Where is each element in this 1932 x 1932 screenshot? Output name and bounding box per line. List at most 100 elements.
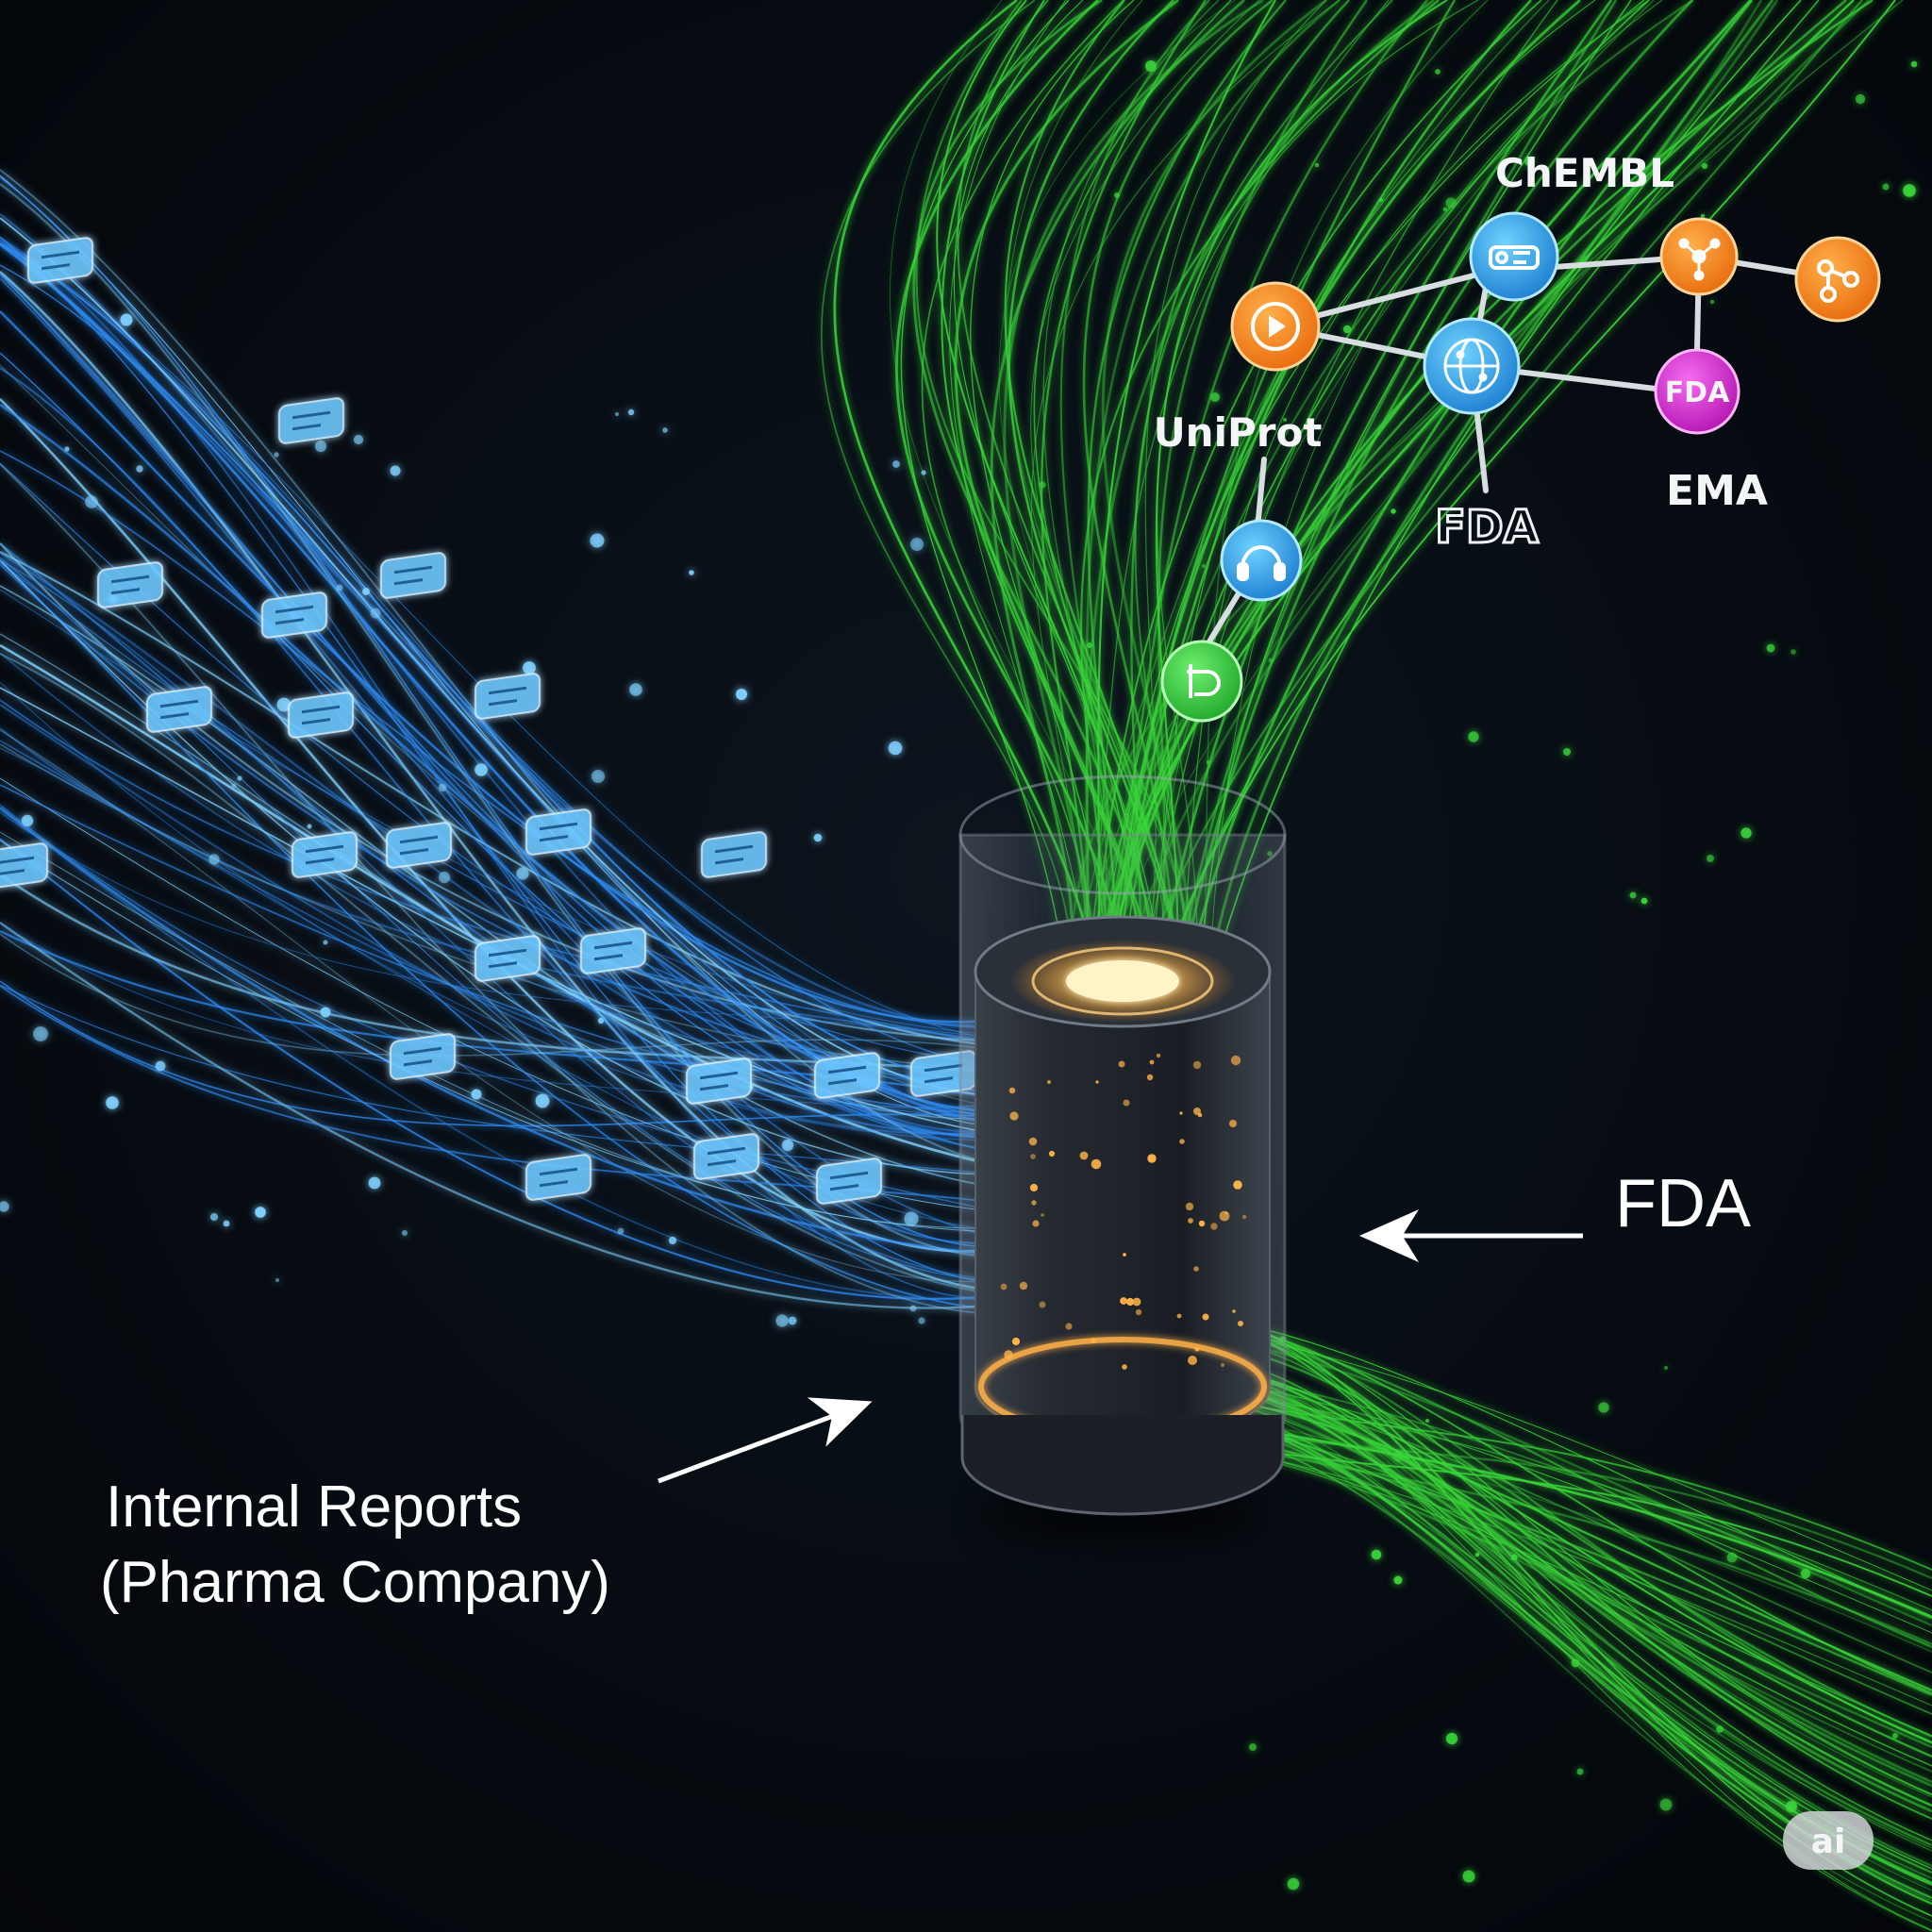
chip-line (540, 1167, 577, 1176)
green-particle (1641, 897, 1648, 905)
blue-fiber (0, 542, 1001, 1043)
node-green (1160, 640, 1243, 723)
blue-fiber (0, 933, 1001, 1057)
green-particle (1903, 184, 1916, 197)
node-play (1230, 281, 1321, 372)
green-particle (1510, 1554, 1518, 1561)
blue-particle (307, 824, 312, 829)
blue-particle (910, 538, 924, 551)
blue-particle (0, 1201, 9, 1212)
sparkle (1198, 1220, 1206, 1227)
blue-particle (614, 411, 620, 417)
blue-particle (155, 1060, 166, 1072)
blue-fiber (0, 806, 1001, 1257)
green-fiber (1225, 1345, 1932, 1739)
chip-line (715, 844, 753, 854)
data-chip (693, 1133, 759, 1180)
blue-particle (535, 1093, 550, 1108)
label-fda-target: FDA (1615, 1166, 1751, 1241)
chip-body (278, 397, 344, 444)
blue-particle (314, 440, 327, 453)
label-ema: EMA (1666, 467, 1768, 515)
green-particle (1378, 197, 1384, 203)
green-particle (1571, 1658, 1580, 1668)
chip-body (686, 1058, 752, 1105)
blue-particle (223, 1220, 230, 1227)
blue-particle (438, 783, 447, 792)
green-particle (1664, 1366, 1668, 1370)
green-particle (1524, 157, 1534, 166)
chip-line (292, 410, 330, 420)
sparkle (1019, 1281, 1028, 1291)
label-internal-line2: (Pharma Company) (100, 1550, 610, 1615)
chip-body (288, 691, 354, 739)
lab-machine-icon (1489, 245, 1540, 270)
blue-particle (255, 1207, 266, 1218)
chip-line (0, 869, 25, 876)
data-chip (261, 591, 327, 639)
blue-fiber (0, 559, 1001, 1175)
green-fiber (1225, 1435, 1932, 1773)
blue-fiber (0, 681, 1001, 1141)
green-fiber (1225, 1324, 1932, 1694)
blue-particle (336, 584, 343, 591)
blue-particle (320, 1007, 331, 1018)
chip-body (580, 927, 646, 974)
blue-particle (668, 1236, 677, 1245)
blue-particle (788, 1316, 797, 1325)
sparkle (1219, 1210, 1230, 1222)
green-particle (1202, 564, 1206, 568)
blue-particle (736, 689, 747, 700)
blue-fiber (0, 542, 1001, 1136)
blue-particle (390, 465, 401, 476)
blue-particle (237, 775, 242, 781)
chip-line (489, 686, 526, 695)
blue-fiber (0, 557, 1001, 1283)
data-chip (475, 673, 541, 720)
sparkle (1000, 1283, 1008, 1291)
data-chip (291, 831, 358, 878)
sparkle (1193, 1266, 1199, 1272)
green-particle (1268, 658, 1274, 663)
sparkle (1176, 1313, 1182, 1319)
sparkle (1232, 1309, 1236, 1313)
blue-fiber (0, 808, 1001, 1301)
blue-particle (208, 854, 220, 865)
chip-line (306, 858, 334, 865)
blue-fiber (0, 729, 1001, 1283)
blue-fiber (0, 561, 1001, 1067)
blue-particle (209, 1212, 219, 1222)
blue-particle (590, 533, 605, 548)
blue-particle (516, 867, 529, 880)
data-chip (701, 831, 767, 878)
node-molecule (1659, 217, 1739, 296)
blue-particle (106, 1096, 119, 1109)
chip-line (160, 712, 189, 720)
blue-particle (627, 408, 635, 416)
chip-line (924, 1063, 962, 1073)
sparkle (1028, 1137, 1038, 1146)
green-particle (1425, 1419, 1429, 1423)
green-particle (1709, 299, 1715, 305)
green-fiber (1225, 1325, 1932, 1744)
green-fiber (1225, 1426, 1932, 1849)
chip-line (708, 1159, 736, 1167)
blue-particle (781, 1139, 794, 1152)
blue-particle (231, 783, 237, 789)
green-particle (1087, 642, 1092, 648)
sparkle (1120, 1297, 1127, 1305)
green-particle (1442, 207, 1448, 212)
blue-particle (64, 446, 70, 452)
green-fiber (1225, 1426, 1932, 1580)
sparkle (1030, 1154, 1036, 1159)
sparkle (1202, 1313, 1209, 1321)
green-fiber (1225, 1321, 1932, 1795)
green-particle (1892, 1733, 1898, 1739)
chip-line (404, 1046, 441, 1056)
chip-line (830, 1171, 868, 1180)
chip-line (489, 961, 517, 969)
fda-badge-text: FDA (1665, 376, 1730, 409)
chip-body (146, 686, 212, 733)
chip-body (0, 842, 48, 890)
sparkle (1079, 1151, 1089, 1160)
